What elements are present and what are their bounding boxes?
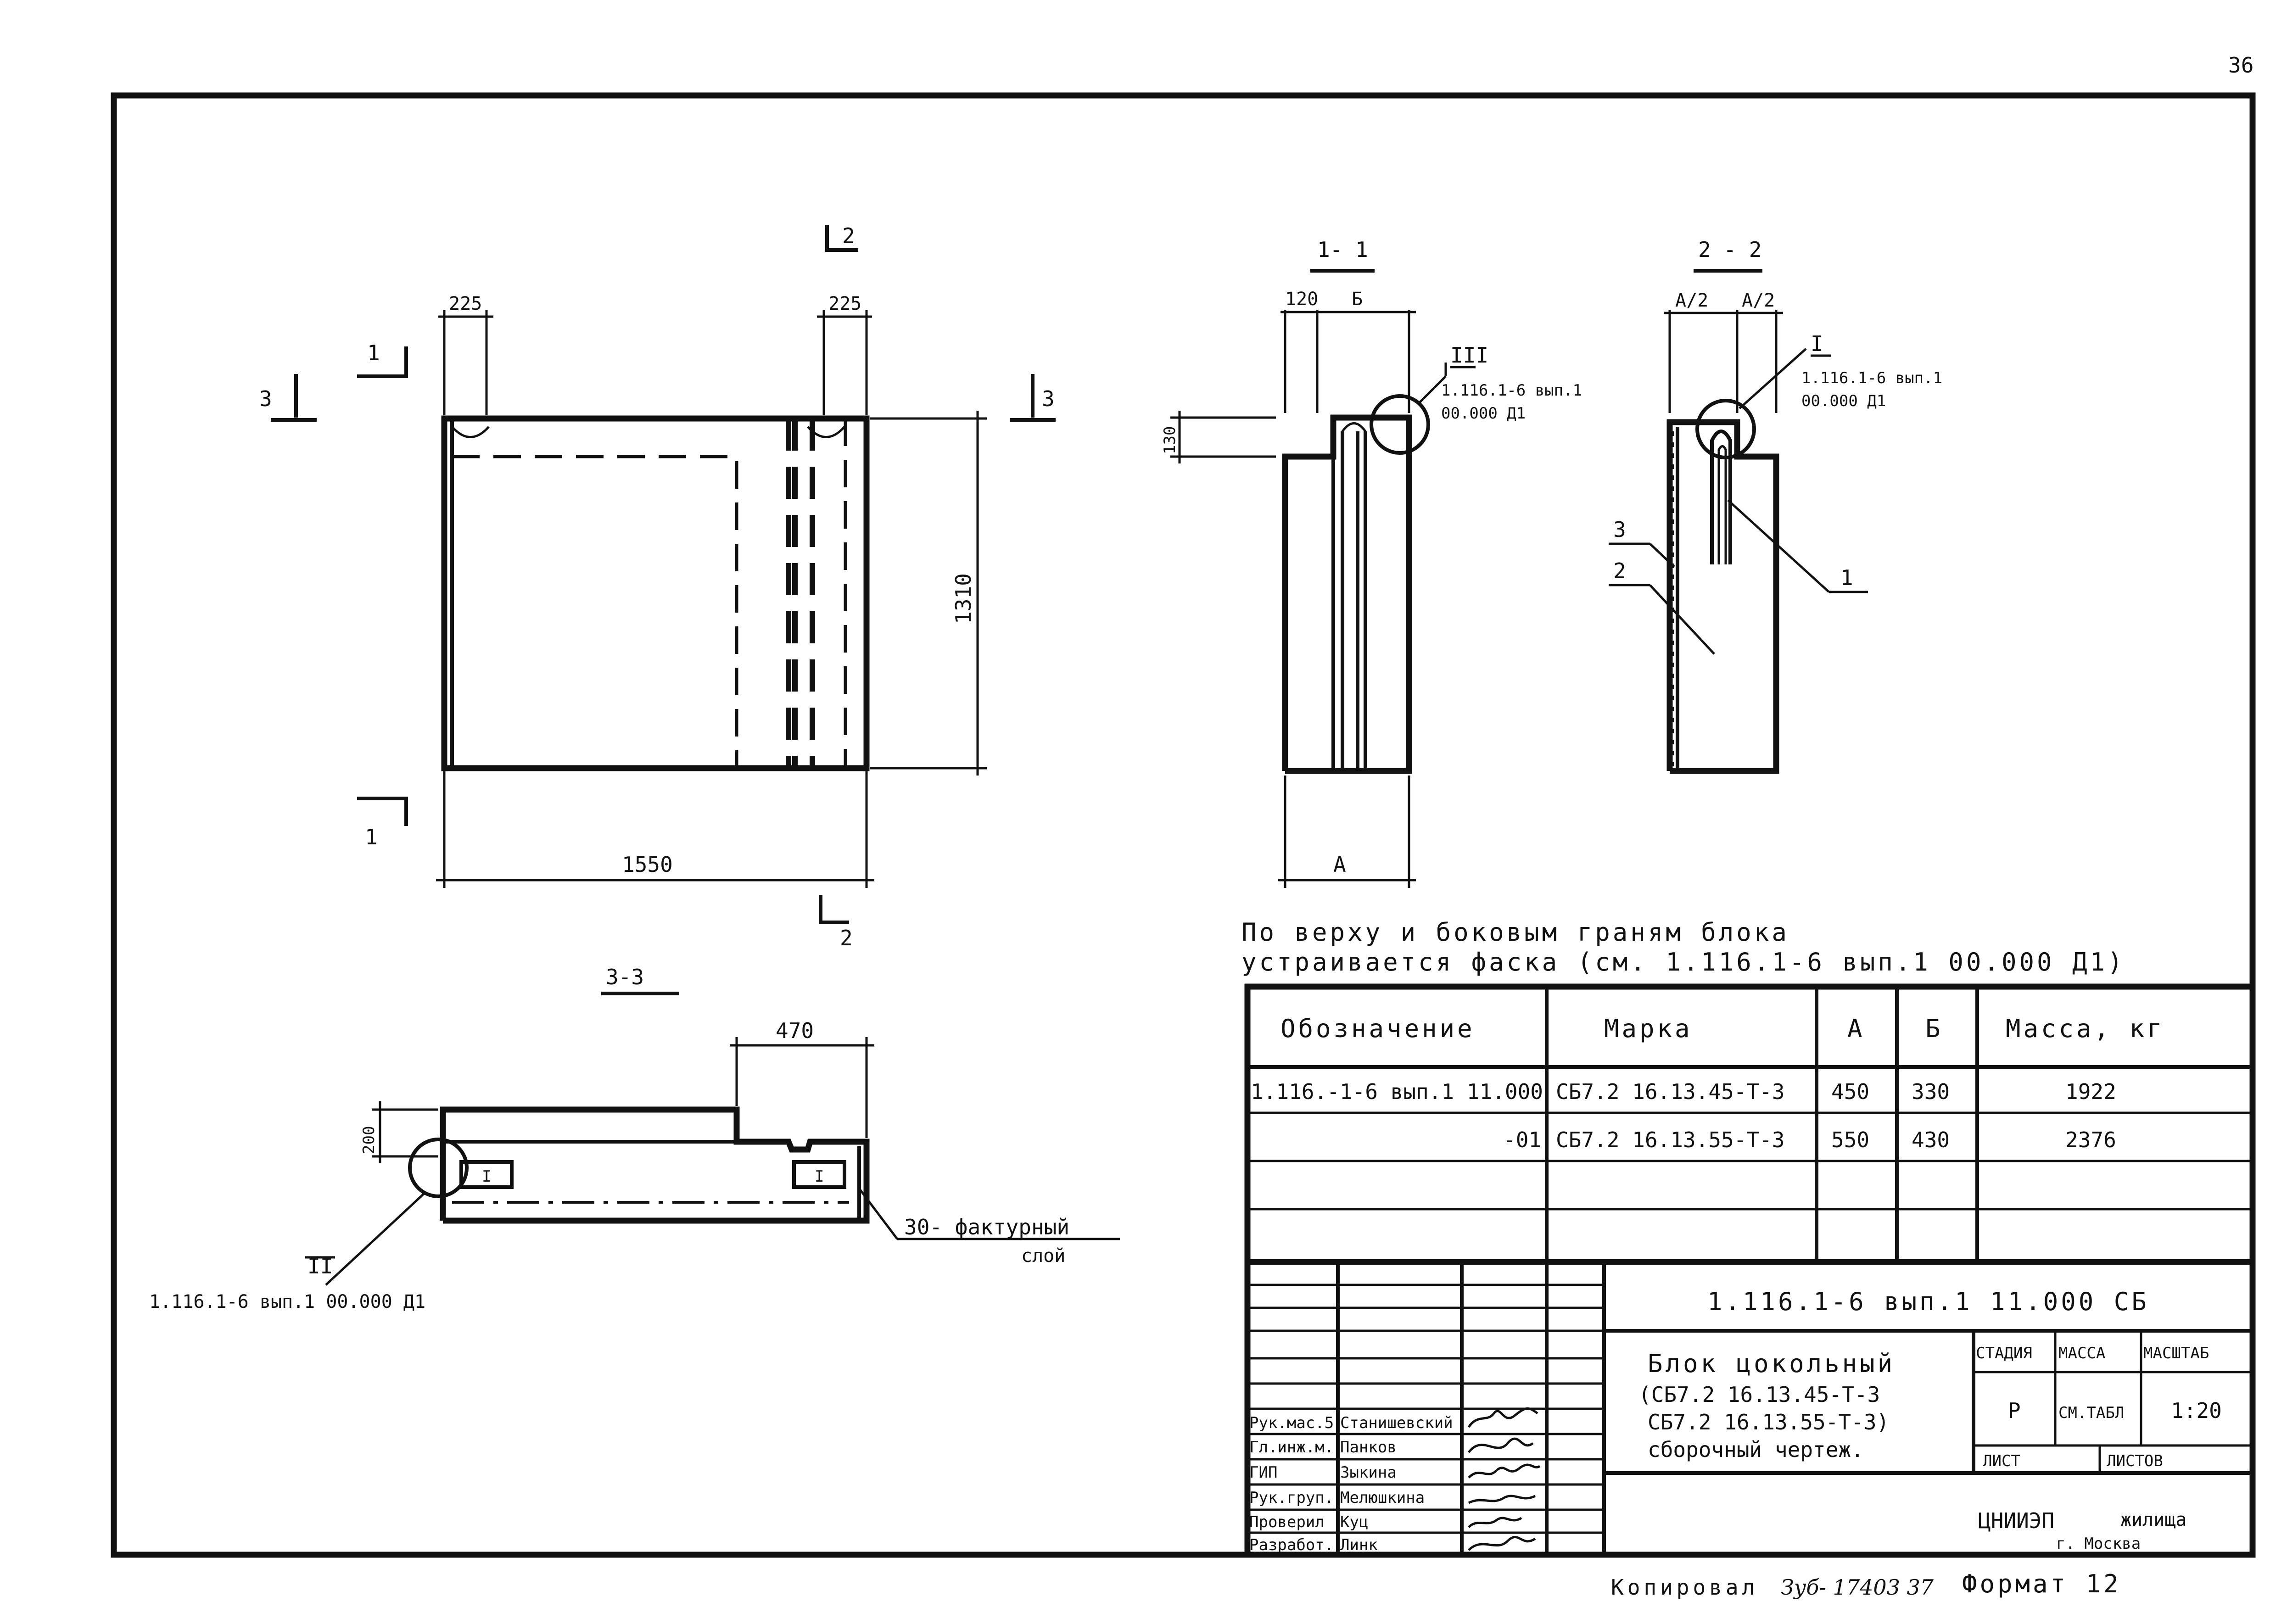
sect22-dim-a2-right: А/2 <box>1742 290 1775 311</box>
sect33-layer-note-1: 30- фактурный <box>904 1215 1069 1239</box>
plan-sect-1-top: 1 <box>367 340 380 365</box>
sheet-frame <box>111 92 2256 1558</box>
spec-row1-mark: СБ7.2 16.13.45-Т-3 <box>1556 1079 1785 1104</box>
tb-name-line3: СБ7.2 16.13.55-Т-3) <box>1648 1410 1889 1434</box>
sect33-loop-right: I <box>815 1167 824 1186</box>
plan-dim-height: 1310 <box>951 573 976 624</box>
plan-dim-right-top: 225 <box>828 293 861 314</box>
tb-mass: СМ.ТАБЛ <box>2058 1404 2124 1422</box>
sect22-dim-a2-left: А/2 <box>1675 290 1708 311</box>
plan-view: 225 225 1310 1550 1 1 2 2 3 3 <box>259 223 1056 950</box>
tb-org-suffix: жилища <box>2120 1509 2187 1530</box>
tb-name-1: Станишевский <box>1340 1414 1453 1432</box>
spec-row2-a: 550 <box>1831 1127 1869 1152</box>
spec-row1-a: 450 <box>1831 1079 1869 1104</box>
sect22-callout-ref1: 1.116.1-6 вып.1 <box>1801 369 1942 387</box>
tb-name-line2: (СБ7.2 16.13.45-Т-3 <box>1638 1382 1880 1407</box>
sect22-callout-ref2: 00.000 Д1 <box>1801 392 1886 410</box>
sect22-title: 2 - 2 <box>1698 237 1761 262</box>
tb-sheet-label: ЛИСТ <box>1983 1452 2020 1470</box>
section-2-2: 2 - 2 А/2 А/2 I 1.116.1-6 вып.1 00.000 Д… <box>1609 237 1942 774</box>
tb-sheets-label: ЛИСТОВ <box>2107 1452 2163 1470</box>
sect33-callout-ref: 1.116.1-6 вып.1 00.000 Д1 <box>149 1291 425 1312</box>
plan-dim-bottom: 1550 <box>622 852 673 877</box>
tb-scale-header: МАСШТАБ <box>2143 1344 2209 1362</box>
plan-sect-3-right: 3 <box>1042 386 1055 411</box>
tb-mass-header: МАССА <box>2058 1344 2105 1362</box>
tb-role-4: Рук.груп. <box>1249 1489 1334 1507</box>
tb-name-6: Линк <box>1340 1536 1378 1554</box>
sect11-dim-b: Б <box>1352 289 1363 310</box>
spec-header-mark: Марка <box>1604 1014 1693 1043</box>
footer-copied: Копировал <box>1611 1575 1758 1600</box>
title-block: Рук.мас.5 Станишевский Гл.инж.м. Панков … <box>1244 1259 2256 1558</box>
tb-role-2: Гл.инж.м. <box>1249 1438 1334 1457</box>
tb-role-6: Разработ. <box>1249 1536 1334 1554</box>
sect33-loop-left: I <box>482 1167 491 1186</box>
spec-row2-designation: -01 <box>1503 1127 1541 1152</box>
spec-row2-mass: 2376 <box>2065 1127 2116 1152</box>
sect22-pos-1: 1 <box>1840 565 1853 590</box>
sect11-callout-ref2: 00.000 Д1 <box>1441 404 1526 423</box>
tb-role-5: Проверил <box>1249 1513 1325 1531</box>
sect33-title: 3-3 <box>606 965 644 989</box>
tb-name-4: Мелюшкина <box>1340 1489 1425 1507</box>
sect11-dim-130: 130 <box>1161 426 1179 454</box>
sect33-layer-note-2: слой <box>1021 1245 1065 1267</box>
tb-role-3: ГИП <box>1249 1463 1277 1482</box>
spec-row2-mark: СБ7.2 16.13.55-Т-3 <box>1556 1127 1785 1152</box>
spec-row1-b: 330 <box>1912 1079 1950 1104</box>
tb-doc-code: 1.116.1-6 вып.1 11.000 СБ <box>1707 1287 2149 1316</box>
spec-header-a: А <box>1847 1014 1865 1043</box>
sect11-dim-120: 120 <box>1285 289 1318 310</box>
sect22-callout-num: I <box>1811 331 1823 356</box>
tb-scale: 1:20 <box>2171 1398 2222 1423</box>
tb-name-5: Куц <box>1340 1513 1368 1531</box>
signatures <box>1467 1407 1541 1551</box>
plan-sect-2-top: 2 <box>842 223 855 248</box>
tb-org-city: г. Москва <box>2056 1535 2141 1553</box>
tb-name-line4: сборочный чертеж. <box>1648 1437 1864 1462</box>
section-1-1: 1- 1 120 Б 130 А III 1.116.1-6 вып.1 00.… <box>1161 237 1582 888</box>
chamfer-note-line2: устраивается фаска (см. 1.116.1-6 вып.1 … <box>1241 948 2125 977</box>
sect11-callout-ref1: 1.116.1-6 вып.1 <box>1441 381 1582 400</box>
spec-row2-b: 430 <box>1912 1127 1950 1152</box>
plan-sect-2-bottom: 2 <box>840 926 853 950</box>
sect22-pos-3: 3 <box>1613 517 1626 542</box>
tb-role-1: Рук.мас.5 <box>1249 1414 1334 1432</box>
spec-header-mass: Масса, кг <box>2006 1014 2165 1043</box>
spec-table: Обозначение Марка А Б Масса, кг 1.116.-1… <box>1244 983 2256 1265</box>
tb-stage-header: СТАДИЯ <box>1976 1344 2032 1362</box>
tb-name-line1: Блок цокольный <box>1648 1349 1895 1378</box>
sect11-title: 1- 1 <box>1317 237 1368 262</box>
chamfer-note-line1: По верху и боковым граням блока <box>1241 918 1789 947</box>
sect33-dim-200: 200 <box>360 1126 378 1154</box>
plan-sect-3-left: 3 <box>259 386 272 411</box>
spec-row1-designation: 1.116.-1-6 вып.1 11.000 <box>1251 1079 1543 1104</box>
tb-org-main: ЦНИИЭП <box>1978 1508 2054 1533</box>
spec-header-designation: Обозначение <box>1280 1014 1475 1043</box>
sect11-dim-a: А <box>1333 852 1346 877</box>
spec-row1-mass: 1922 <box>2065 1079 2116 1104</box>
plan-dim-left-top: 225 <box>449 293 482 314</box>
plan-sect-1-bottom: 1 <box>365 825 378 849</box>
footer-format: Формат 12 <box>1962 1569 2121 1598</box>
sect11-callout-num: III <box>1450 343 1488 368</box>
tb-stage: Р <box>2008 1398 2021 1423</box>
section-3-3: 3-3 I I 470 200 II 1.116.1-6 вып.1 00.00… <box>149 965 1120 1312</box>
page-number: 36 <box>2228 53 2253 78</box>
spec-header-b: Б <box>1925 1014 1943 1043</box>
tb-name-2: Панков <box>1340 1438 1397 1457</box>
sect22-pos-2: 2 <box>1613 558 1626 583</box>
tb-name-3: Зыкина <box>1340 1463 1397 1482</box>
sect33-dim-470: 470 <box>776 1018 814 1043</box>
footer-copied-sign: Зуб- 17403 37 <box>1781 1575 1934 1600</box>
